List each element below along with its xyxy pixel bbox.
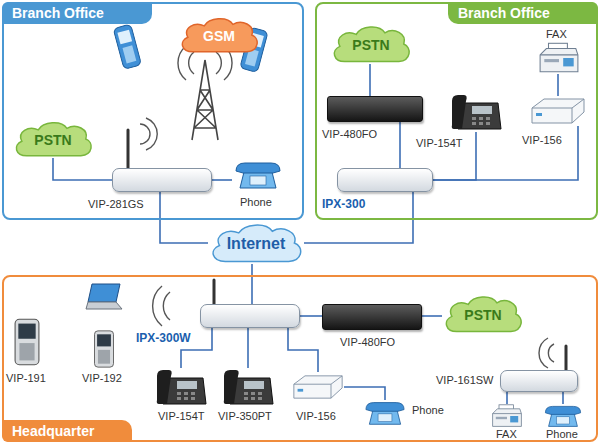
device-label: FAX — [546, 28, 567, 41]
office-panel: Branch OfficeGSM PSTN VIP-281GS Phone — [2, 2, 304, 220]
endpoint-device: VIP-154T — [155, 368, 207, 406]
endpoint-device: FAX — [488, 404, 526, 428]
gateway-device: VIP-480FO — [322, 304, 422, 330]
network-link — [399, 122, 401, 168]
device-label: Phone — [240, 196, 272, 209]
laptop — [86, 284, 122, 309]
network-cloud: Internet — [208, 222, 304, 264]
antenna — [127, 130, 130, 168]
device-label: VIP-350PT — [218, 410, 272, 423]
network-cloud: PSTN — [330, 24, 412, 64]
mobile-phone — [113, 24, 141, 69]
panel-heading: Branch Office — [448, 2, 598, 24]
network-link — [160, 192, 208, 243]
endpoint-device: VIP-192 — [92, 330, 116, 368]
network-link — [251, 264, 253, 304]
gateway-device: VIP-480FO — [327, 96, 423, 122]
endpoint-device: FAX — [538, 42, 580, 74]
mobile-handset — [95, 331, 114, 367]
network-link — [288, 328, 318, 372]
ip-phone — [224, 370, 273, 404]
cloud-label: PSTN — [442, 294, 524, 334]
device-label: IPX-300 — [322, 198, 365, 212]
panel-heading: Branch Office — [2, 2, 152, 24]
endpoint-device: VIP-156 — [292, 372, 344, 402]
network-link — [369, 64, 371, 96]
endpoint-device: VIP-156 — [530, 96, 586, 126]
device-label: VIP-156 — [522, 134, 562, 147]
router-device: VIP-161SW — [500, 370, 578, 392]
network-link — [304, 192, 413, 243]
mobile-handset — [15, 319, 39, 365]
router-device: IPX-300W — [200, 304, 300, 328]
network-link — [433, 126, 578, 180]
radio-waves — [539, 338, 554, 368]
device-label: VIP-191 — [6, 372, 46, 385]
network-link — [53, 158, 112, 180]
cloud-label: Internet — [208, 222, 304, 264]
cloud-label: GSM — [178, 16, 260, 54]
device-label: VIP-480FO — [340, 336, 395, 349]
device-label: VIP-161SW — [436, 374, 493, 387]
antenna — [213, 280, 216, 304]
fax-machine — [540, 43, 578, 71]
device-label: FAX — [496, 428, 517, 441]
device-label: VIP-192 — [82, 372, 122, 385]
network-link — [300, 315, 322, 317]
radio-waves — [153, 286, 170, 326]
desk-phone — [366, 403, 404, 425]
cloud-label: PSTN — [330, 24, 412, 64]
network-cloud: PSTN — [442, 294, 524, 334]
device-label: VIP-154T — [416, 137, 462, 150]
voip-adapter — [532, 99, 584, 123]
router-device: VIP-281GS — [112, 168, 212, 192]
device-label: VIP-480FO — [322, 128, 377, 141]
gsm-tower — [192, 60, 218, 140]
device-label: VIP-154T — [158, 410, 204, 423]
device-label: IPX-300W — [136, 332, 191, 346]
network-cloud: PSTN — [12, 120, 94, 158]
antenna — [565, 346, 568, 370]
desk-phone — [545, 406, 580, 426]
network-link — [557, 74, 559, 96]
endpoint-device: Phone — [362, 400, 408, 426]
desk-phone — [236, 163, 280, 188]
voip-adapter — [294, 376, 342, 398]
network-link — [422, 315, 442, 317]
device-label: VIP-156 — [296, 410, 336, 423]
router-device: IPX-300 — [337, 168, 433, 192]
endpoint-device: VIP-154T — [450, 92, 502, 132]
network-link — [562, 392, 564, 404]
device-label: VIP-281GS — [88, 198, 144, 211]
endpoint-device: VIP-191 — [14, 318, 40, 366]
device-label: Phone — [412, 404, 444, 417]
network-link — [506, 392, 508, 404]
network-link — [344, 387, 385, 400]
network-link — [212, 179, 232, 181]
ip-phone — [157, 370, 206, 404]
office-panel: HeadquarterIPX-300WVIP-480FOPSTNVIP-191V… — [2, 275, 598, 442]
cloud-label: PSTN — [12, 120, 94, 158]
radio-waves — [140, 118, 157, 150]
office-panel: Branch OfficePSTN FAX VIP-480FO VIP-154T VIP… — [315, 2, 598, 220]
ip-phone — [452, 95, 501, 129]
endpoint-device: Phone — [540, 404, 586, 428]
fax-machine — [493, 405, 522, 427]
endpoint-device: Phone — [232, 160, 284, 190]
panel-heading: Headquarter — [2, 420, 132, 442]
network-cloud: GSM — [178, 16, 260, 54]
network-link — [247, 328, 249, 368]
device-label: Phone — [546, 428, 578, 441]
endpoint-device: VIP-350PT — [222, 368, 274, 406]
